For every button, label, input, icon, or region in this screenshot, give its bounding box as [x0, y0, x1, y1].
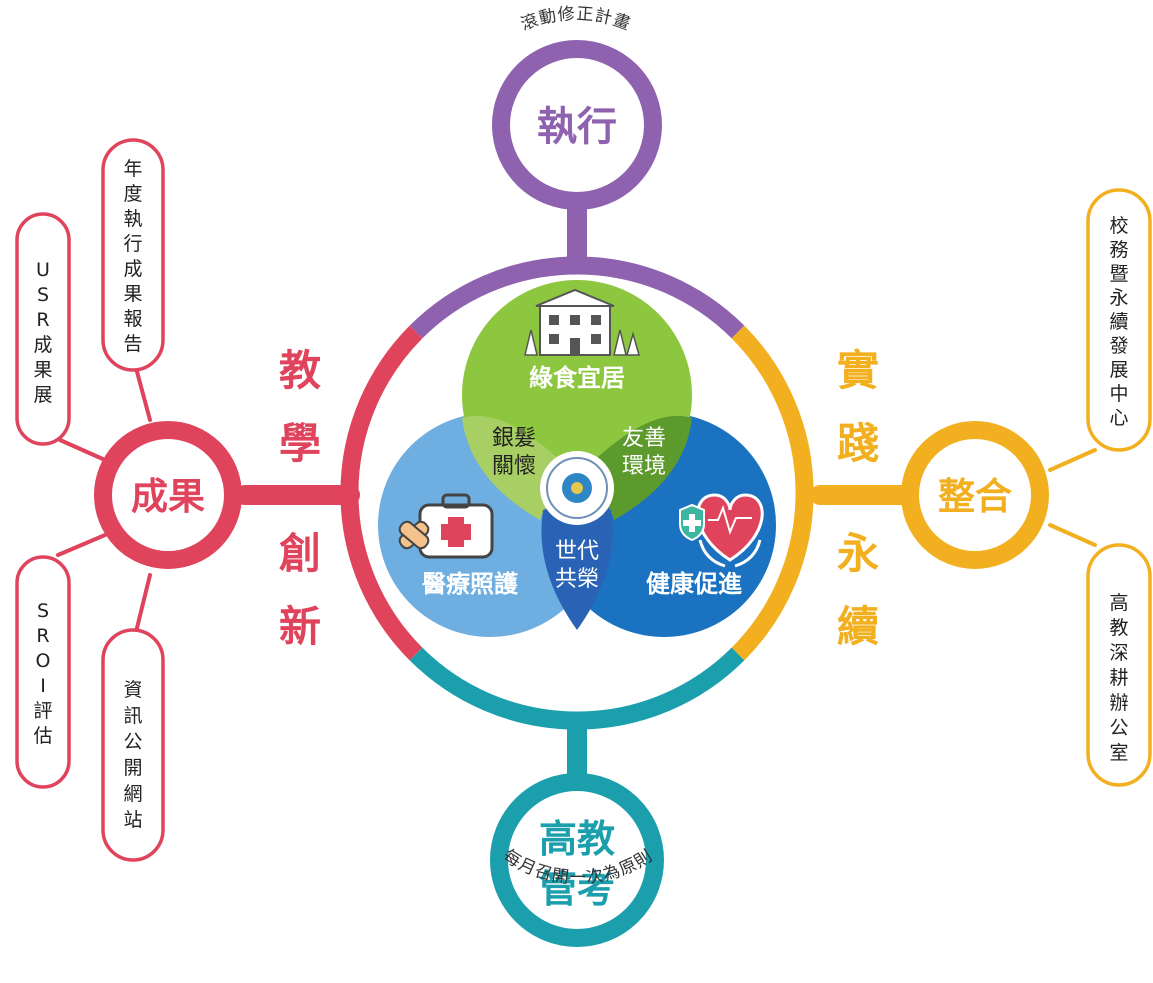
node-top-label: 執行 — [537, 104, 617, 150]
spoke-right-2 — [1048, 523, 1097, 547]
svg-text:評: 評 — [33, 700, 52, 722]
medical-kit-icon — [398, 493, 494, 559]
ring-top-arc — [409, 256, 745, 339]
svg-text:果: 果 — [123, 283, 142, 305]
pill-left-bottom-inner-text: 資 訊 公 開 網 站 — [123, 679, 142, 831]
side-right-char-4: 續 — [837, 602, 879, 651]
node-right-label: 整合 — [938, 475, 1012, 518]
svg-text:深: 深 — [1109, 642, 1128, 664]
svg-text:教: 教 — [1109, 617, 1128, 639]
side-left-char-2: 學 — [279, 419, 321, 468]
svg-text:中: 中 — [1109, 383, 1128, 405]
svg-text:成: 成 — [33, 334, 52, 356]
svg-text:永: 永 — [1109, 287, 1128, 309]
svg-text:告: 告 — [123, 333, 142, 355]
pill-right-top — [1086, 188, 1152, 452]
svg-text:發: 發 — [1109, 335, 1128, 357]
pill-right-bottom-text: 高 教 深 耕 辦 公 室 — [1109, 592, 1128, 764]
central-ring — [340, 256, 814, 730]
svg-text:R: R — [36, 309, 49, 331]
pill-left-top-outer-text: U S R 成 果 展 — [33, 259, 52, 406]
svg-text:估: 估 — [33, 725, 52, 747]
svg-text:站: 站 — [123, 809, 142, 831]
svg-text:度: 度 — [123, 183, 142, 205]
building-icon — [524, 288, 640, 356]
svg-text:高: 高 — [1109, 592, 1128, 614]
svg-text:報: 報 — [123, 308, 142, 330]
node-bottom — [490, 773, 664, 947]
svg-text:S: S — [37, 284, 49, 306]
node-right — [901, 421, 1049, 569]
svg-text:續: 續 — [1109, 311, 1128, 333]
svg-text:暨: 暨 — [1109, 263, 1128, 285]
venn-left-label: 醫療照護 — [422, 570, 519, 598]
svg-text:訊: 訊 — [123, 705, 142, 727]
svg-text:展: 展 — [1109, 359, 1128, 381]
svg-text:R: R — [36, 625, 49, 647]
node-left — [94, 421, 242, 569]
svg-text:耕: 耕 — [1109, 667, 1128, 689]
svg-text:公: 公 — [1109, 717, 1128, 739]
svg-text:網: 網 — [123, 783, 142, 805]
svg-text:辦: 辦 — [1109, 692, 1128, 714]
spoke-left-3 — [56, 533, 107, 557]
side-left-char-4: 新 — [279, 602, 321, 651]
pill-left-top-inner-text: 年 度 執 行 成 果 報 告 — [123, 158, 142, 355]
svg-text:行: 行 — [123, 233, 142, 255]
side-left-char-3: 創 — [279, 529, 321, 578]
venn-overlap-right-top-line1: 友善 — [622, 426, 666, 451]
pill-left-bottom-outer — [15, 555, 71, 789]
venn-overlap-right-top-line2: 環境 — [622, 454, 666, 479]
side-right-char-3: 永 — [837, 529, 879, 578]
svg-text:O: O — [36, 650, 51, 672]
venn-top-label: 綠食宜居 — [529, 364, 625, 392]
svg-text:室: 室 — [1109, 742, 1128, 764]
pill-left-bottom-inner — [101, 628, 165, 862]
venn-overlap-bottom-line2: 共榮 — [555, 567, 599, 592]
pill-right-top-text: 校 務 暨 永 續 發 展 中 心 — [1109, 215, 1128, 429]
svg-text:執: 執 — [123, 208, 142, 230]
side-left-char-1: 教 — [279, 346, 321, 395]
pill-left-top-inner — [101, 138, 165, 372]
pill-left-top-outer — [15, 212, 71, 446]
svg-text:成: 成 — [123, 258, 142, 280]
spoke-left-4 — [134, 573, 152, 634]
svg-text:校: 校 — [1109, 215, 1128, 237]
svg-text:心: 心 — [1109, 407, 1128, 429]
svg-text:S: S — [37, 600, 49, 622]
health-heart-icon — [679, 493, 764, 568]
pill-right-bottom — [1086, 543, 1152, 787]
svg-text:果: 果 — [33, 359, 52, 381]
side-right-char-1: 實 — [837, 346, 879, 395]
svg-text:務: 務 — [1109, 239, 1128, 261]
top-caption: 滾動修正計畫 — [518, 4, 634, 35]
node-bottom-label-line1: 高教 — [539, 817, 615, 861]
spoke-right-1 — [1048, 448, 1097, 472]
pill-left-bottom-outer-text: S R O I 評 估 — [33, 600, 52, 747]
venn-overlap-left-top-line2: 關懷 — [492, 454, 536, 479]
venn-overlap-bottom — [541, 505, 613, 630]
pills — [15, 138, 1152, 862]
svg-text:資: 資 — [123, 679, 142, 701]
svg-text:I: I — [40, 675, 46, 697]
node-left-label: 成果 — [131, 475, 205, 518]
svg-text:開: 開 — [123, 757, 142, 779]
venn-overlap-left-top-line1: 銀髮 — [492, 426, 536, 451]
spoke-left-2 — [134, 366, 152, 422]
spoke-left-1 — [58, 438, 107, 462]
svg-text:年: 年 — [123, 158, 142, 180]
ring-left-arc — [340, 325, 423, 661]
svg-text:展: 展 — [33, 384, 52, 406]
node-top — [492, 40, 662, 210]
svg-text:公: 公 — [123, 731, 142, 753]
ring-right-arc — [731, 325, 814, 661]
svg-text:U: U — [36, 259, 50, 281]
ring-bottom-arc — [409, 647, 745, 730]
node-bottom-label-line2: 管考 — [539, 867, 615, 911]
venn-right-label: 健康促進 — [646, 570, 742, 598]
venn-overlap-bottom-line1: 世代 — [555, 539, 599, 564]
side-right-char-2: 踐 — [837, 419, 879, 468]
